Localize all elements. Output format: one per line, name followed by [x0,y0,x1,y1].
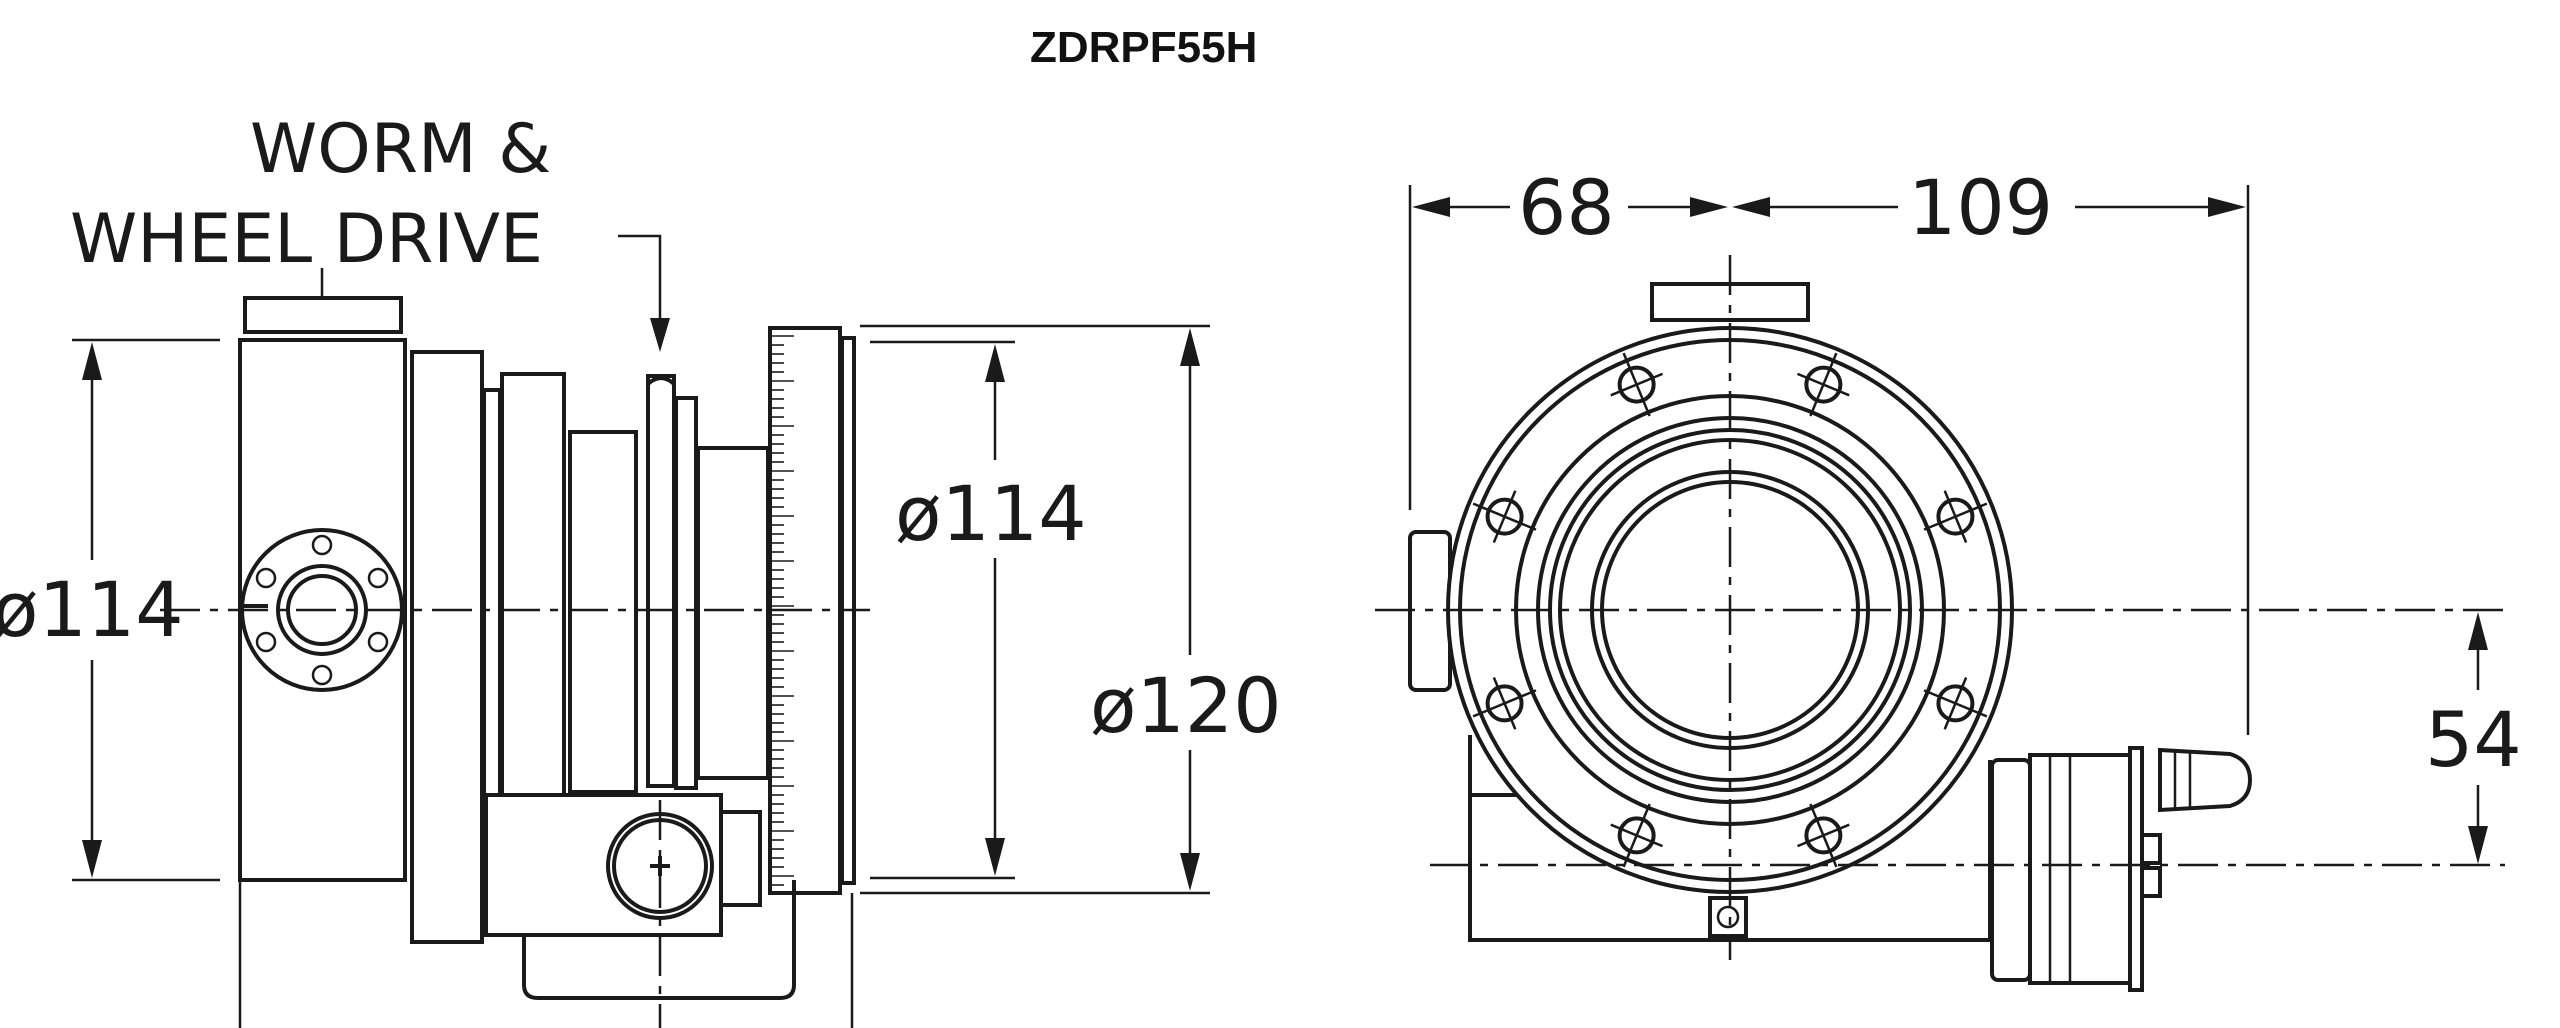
arrow-body-top [82,342,102,380]
dim-offset: 54 [2425,695,2522,784]
dim-width-left: 68 [1518,163,1615,252]
arrow-flange-top [1180,328,1200,366]
front-view: 68 109 54 [1375,163,2522,992]
mount-plate [410,350,484,944]
arrow-bore-bottom [985,838,1005,876]
dim-width-right: 109 [1908,163,2053,252]
base-screw-box [1708,896,1748,938]
dim-flange-dia: ø120 [1090,661,1282,750]
bolt-hole [1797,803,1850,868]
worm-notch [646,376,676,386]
inner-tube [696,446,770,780]
top-knob [243,296,403,334]
drawing-title: ZDRPF55H [1030,23,1257,72]
callout-arrow [650,318,670,352]
ring-2 [500,372,566,831]
base-screw [1716,905,1740,929]
bolt-hole [1797,352,1850,417]
callout-leader [618,234,662,340]
arrow-bore-top [985,344,1005,382]
scale-ticks [772,335,794,886]
arrow-68-right [1690,197,1728,217]
motor-body [2028,753,2132,985]
arrow-109-left [1732,197,1770,217]
side-view: WORM & WHEEL DRIVE [0,110,1282,1028]
bolt-hole [1472,490,1537,543]
motor-tab-1 [2140,833,2162,865]
drive-side [722,810,762,907]
arrow-body-bottom [82,840,102,878]
hose-fitting [2158,747,2253,813]
arrow-54-bottom [2468,826,2488,864]
ring-3 [568,430,638,794]
ring-c [1558,438,1902,782]
callout-line-1: WORM & [250,110,551,189]
bolt-hole [1923,490,1988,543]
callout-line-2: WHEEL DRIVE [70,200,543,279]
worm-wheel [646,374,676,788]
bolt-hole [1923,677,1988,730]
arrow-54-top [2468,612,2488,650]
arrow-109-right [2208,197,2246,217]
bolt-hole [1472,677,1537,730]
bolt-hole [1610,352,1663,417]
drive-base [522,880,796,1000]
motor-tab-2 [2140,866,2162,898]
motor-cap [1990,758,2032,982]
drive-box [484,793,723,937]
arrow-flange-bottom [1180,853,1200,891]
bolt-hole [1610,803,1663,868]
ring-1 [482,388,502,822]
arrow-68-left [1412,197,1450,217]
dim-body-dia: ø114 [0,565,184,654]
dim-bore-dia: ø114 [895,469,1087,558]
bolt-holes [1472,352,1988,868]
ring-4 [674,396,698,790]
